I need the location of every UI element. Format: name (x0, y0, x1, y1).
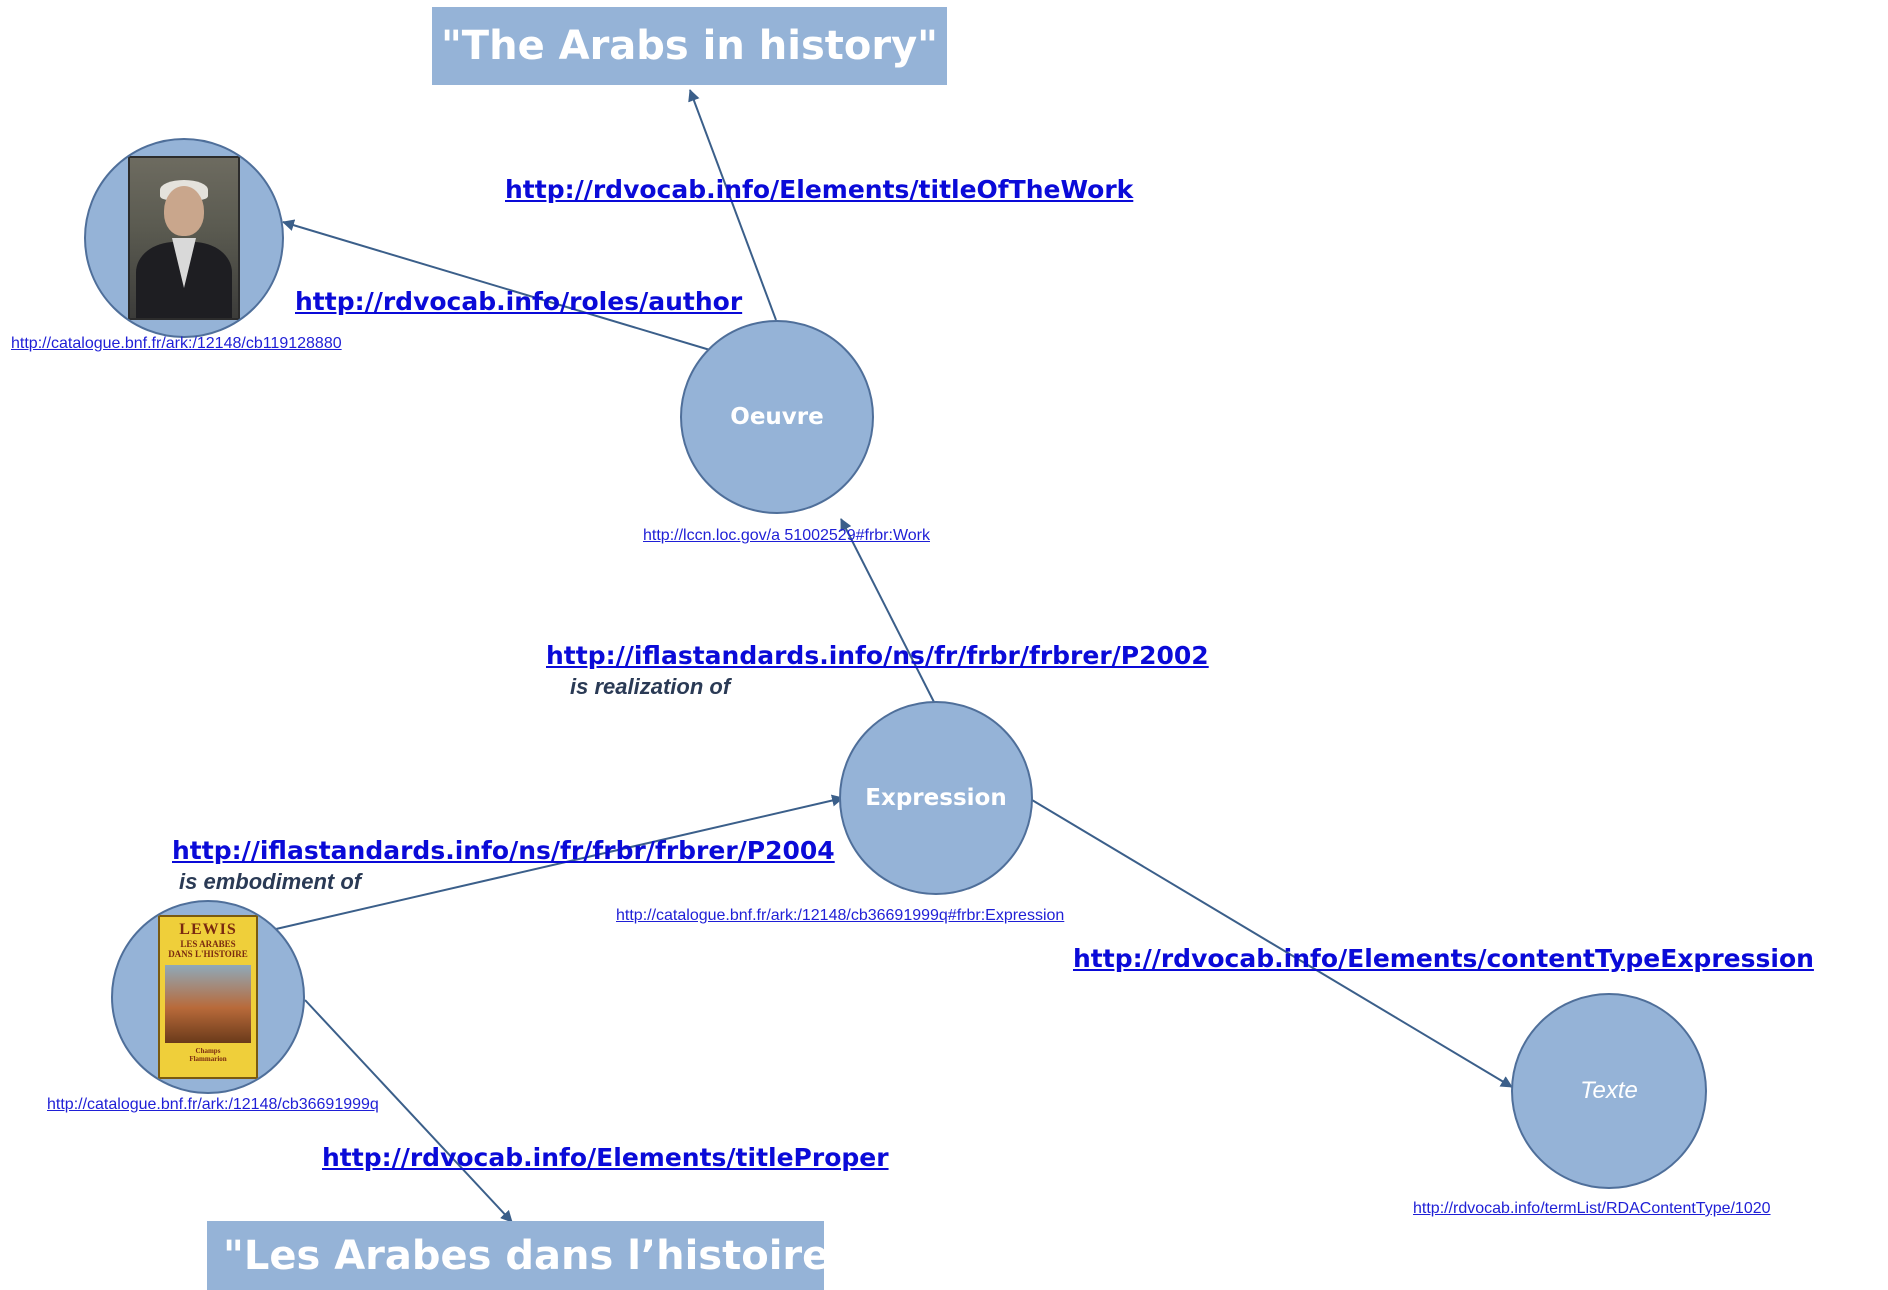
edge-oeuvre-to-title (688, 89, 777, 321)
texte-node[interactable]: Texte (1511, 993, 1707, 1189)
property-title-proper[interactable]: http://rdvocab.info/Elements/titleProper (322, 1143, 889, 1172)
work-uri-link[interactable]: http://lccn.loc.gov/a 51002529#frbr:Work (643, 527, 930, 544)
manifestation-uri-link[interactable]: http://catalogue.bnf.fr/ark:/12148/cb366… (47, 1096, 379, 1113)
book-cover-author: LEWIS (179, 921, 237, 938)
oeuvre-label: Oeuvre (730, 404, 824, 430)
portrait-head (164, 186, 204, 236)
literal-work-title: "The Arabs in history" (432, 7, 947, 85)
book-cover-publisher: Champs Flammarion (189, 1047, 227, 1063)
edge-manifestation-to-expression (275, 794, 844, 930)
literal-title-proper: "Les Arabes dans l’histoire" (207, 1221, 850, 1290)
expression-node[interactable]: Expression (839, 701, 1033, 895)
expression-label: Expression (865, 785, 1007, 811)
edge-oeuvre-to-author (282, 219, 711, 351)
property-p2004[interactable]: http://iflastandards.info/ns/fr/frbr/frb… (172, 836, 835, 865)
book-cover-artwork (165, 965, 251, 1043)
author-node[interactable] (84, 138, 284, 338)
author-portrait-image (128, 156, 240, 320)
book-cover-image: LEWIS LES ARABES DANS L'HISTOIRE Champs … (158, 915, 258, 1079)
oeuvre-node[interactable]: Oeuvre (680, 320, 874, 514)
property-p2004-gloss: is embodiment of (179, 869, 362, 894)
edge-expression-to-oeuvre (840, 518, 937, 707)
property-p2002[interactable]: http://iflastandards.info/ns/fr/frbr/frb… (546, 641, 1209, 670)
author-uri-link[interactable]: http://catalogue.bnf.fr/ark:/12148/cb119… (11, 335, 342, 352)
property-author-role[interactable]: http://rdvocab.info/roles/author (295, 287, 743, 316)
edge-expression-to-texte (1031, 799, 1513, 1088)
property-content-type-expression[interactable]: http://rdvocab.info/Elements/contentType… (1073, 944, 1814, 973)
book-cover-title: LES ARABES DANS L'HISTOIRE (168, 939, 248, 959)
content-type-uri-link[interactable]: http://rdvocab.info/termList/RDAContentT… (1413, 1200, 1771, 1217)
property-title-of-the-work[interactable]: http://rdvocab.info/Elements/titleOfTheW… (505, 175, 1134, 204)
texte-label: Texte (1580, 1077, 1638, 1104)
edge-manifestation-to-title-proper (304, 999, 513, 1223)
property-p2002-gloss: is realization of (570, 674, 731, 699)
expression-uri-link[interactable]: http://catalogue.bnf.fr/ark:/12148/cb366… (616, 907, 1065, 924)
manifestation-node[interactable]: LEWIS LES ARABES DANS L'HISTOIRE Champs … (111, 900, 305, 1094)
